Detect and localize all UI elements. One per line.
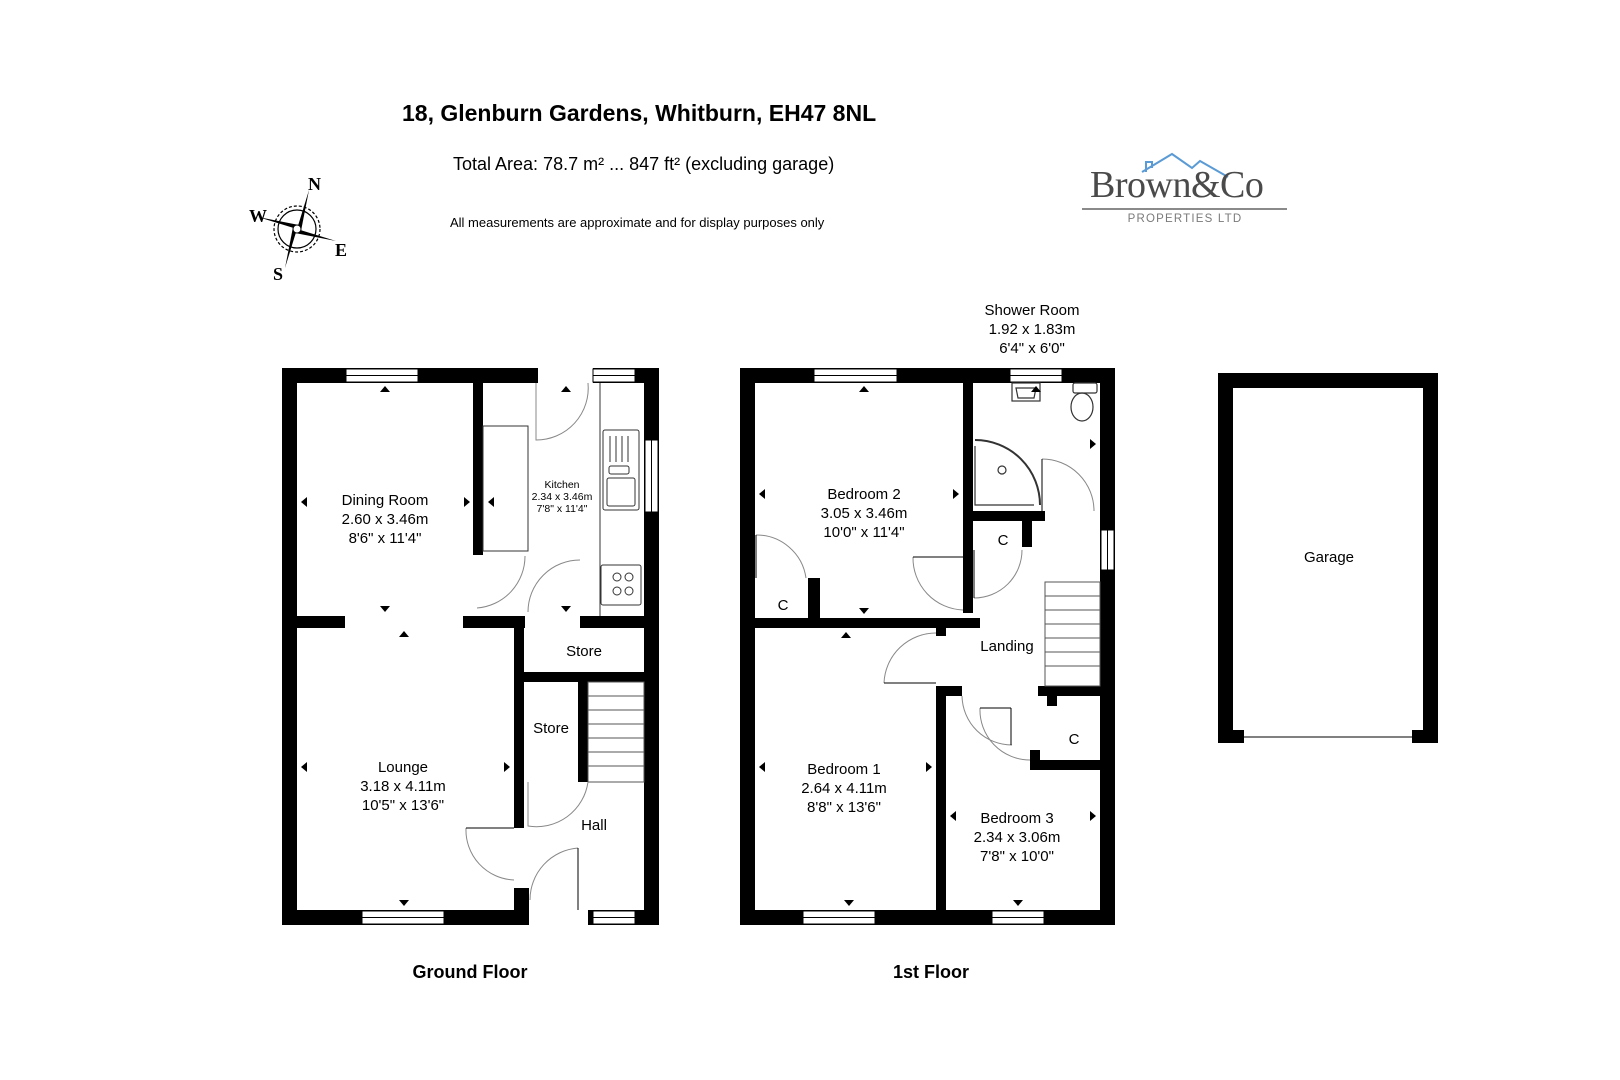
compass-icon: [258, 190, 336, 268]
room-size-imperial: 10'5" x 13'6": [361, 797, 445, 814]
compass-west: W: [249, 206, 267, 226]
total-area: Total Area: 78.7 m² ... 847 ft² (excludi…: [453, 154, 835, 174]
room-bedroom-2: Bedroom 2 3.05 x 3.46m 10'0" x 11'4": [821, 485, 908, 542]
room-name: Bedroom 3: [980, 810, 1054, 827]
room-cupboard-landing: C: [1068, 731, 1080, 748]
compass-east: E: [335, 240, 348, 260]
room-landing: Landing: [980, 638, 1034, 655]
room-dining-room: Dining Room 2.60 x 3.46m 8'6" x 11'4": [342, 491, 429, 548]
ground-floor-label: Ground Floor: [412, 962, 528, 982]
room-size-metric: 3.18 x 4.11m: [360, 778, 446, 795]
room-store-upper: Store: [566, 643, 602, 660]
compass-rose: N W E S: [245, 174, 348, 284]
room-size-metric: 1.92 x 1.83m: [988, 321, 1076, 338]
room-hall: Hall: [581, 817, 607, 834]
room-garage: Garage: [1303, 549, 1355, 566]
room-bedroom-3: Bedroom 3 2.34 x 3.06m 7'8" x 10'0": [974, 809, 1061, 866]
brand-logo: Brown&Co PROPERTIES LTD: [1080, 150, 1290, 230]
room-size-metric: 2.34 x 3.06m: [973, 829, 1061, 846]
room-shower-room: Shower Room 1.92 x 1.83m 6'4" x 6'0": [984, 301, 1079, 358]
room-lounge: Lounge 3.18 x 4.11m 10'5" x 13'6": [360, 758, 446, 815]
room-cupboard-shower: C: [997, 532, 1009, 549]
brand-name: Brown&Co: [1090, 164, 1264, 206]
room-size-imperial: 7'8" x 11'4": [536, 503, 588, 515]
room-kitchen: Kitchen 2.34 x 3.46m 7'8" x 11'4": [532, 479, 593, 515]
room-name: Shower Room: [984, 302, 1080, 319]
room-size-imperial: 8'8" x 13'6": [807, 799, 881, 816]
room-store-lower: Store: [533, 720, 569, 737]
first-floor-label: 1st Floor: [892, 962, 970, 982]
disclaimer: All measurements are approximate and for…: [450, 215, 825, 230]
logo-divider: [1082, 208, 1287, 210]
brand-subtitle: PROPERTIES LTD: [1127, 213, 1243, 225]
room-bedroom-1: Bedroom 1 2.64 x 4.11m 8'8" x 13'6": [801, 760, 887, 817]
room-size-metric: 2.64 x 4.11m: [801, 780, 887, 797]
room-name: Dining Room: [341, 492, 429, 509]
compass-north: N: [308, 174, 321, 194]
room-size-metric: 3.05 x 3.46m: [820, 505, 908, 522]
room-name: Bedroom 1: [807, 761, 881, 778]
room-name: Lounge: [377, 759, 429, 776]
room-size-imperial: 6'4" x 6'0": [999, 340, 1065, 357]
room-cupboard-bedroom2: C: [777, 597, 789, 614]
roof-icon: [1141, 152, 1229, 178]
room-name: Bedroom 2: [827, 486, 901, 503]
room-size-metric: 2.60 x 3.46m: [341, 511, 429, 528]
room-size-imperial: 7'8" x 10'0": [980, 848, 1054, 865]
room-size-imperial: 8'6" x 11'4": [348, 530, 422, 547]
room-name: Kitchen: [544, 479, 580, 491]
room-size-metric: 2.34 x 3.46m: [531, 491, 593, 503]
compass-south: S: [273, 264, 284, 284]
room-size-imperial: 10'0" x 11'4": [823, 524, 905, 541]
